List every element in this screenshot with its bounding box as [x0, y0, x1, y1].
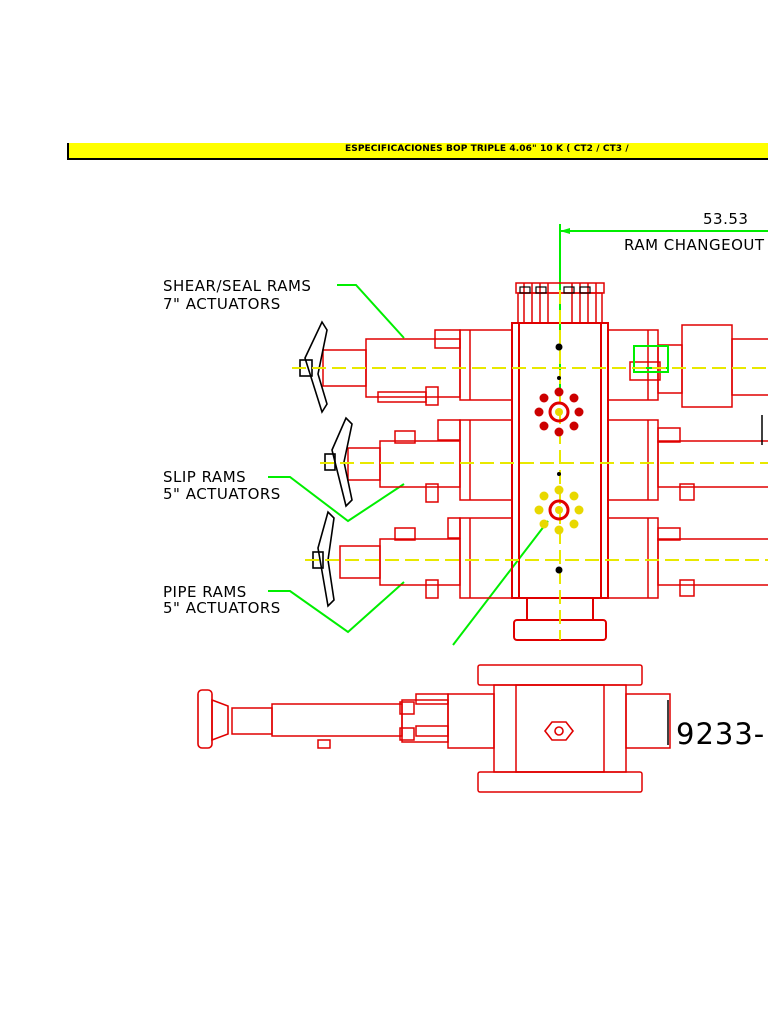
dimension-value: 53.53	[703, 210, 748, 228]
side-view-hex	[543, 721, 575, 741]
right-actuator-lower	[657, 527, 768, 597]
callout-slip-rams-line2: 5" ACTUATORS	[163, 485, 281, 503]
callout-shear-seal-line2: 7" ACTUATORS	[163, 295, 281, 313]
bolt-circle-lower	[534, 485, 584, 535]
dimension-label: RAM CHANGEOUT	[624, 236, 765, 254]
callout-pipe-rams-line1: PIPE RAMS	[163, 583, 247, 601]
callout-slip-rams: SLIP RAMS 5" ACTUATORS	[163, 468, 405, 523]
left-actuator-middle	[347, 419, 461, 503]
title-text: ESPECIFICACIONES BOP TRIPLE 4.06" 10 K (…	[345, 144, 629, 154]
leader-shear-seal	[337, 284, 405, 339]
right-actuator-upper	[629, 324, 768, 408]
title-banner: ESPECIFICACIONES BOP TRIPLE 4.06" 10 K (…	[67, 143, 768, 160]
bolt-circle-upper	[534, 387, 584, 437]
right-actuator-middle	[657, 427, 768, 501]
top-bolt-heads	[519, 286, 591, 294]
callout-pipe-rams: PIPE RAMS 5" ACTUATORS	[163, 581, 405, 634]
leader-bore	[452, 520, 549, 646]
dimension-arrow	[560, 228, 570, 234]
callout-shear-seal: SHEAR/SEAL RAMS 7" ACTUATORS	[163, 277, 405, 339]
left-actuator-lower	[339, 517, 461, 599]
callout-slip-rams-line1: SLIP RAMS	[163, 468, 246, 486]
leader-slip-rams	[268, 476, 405, 523]
callout-pipe-rams-line2: 5" ACTUATORS	[163, 599, 281, 617]
body-port-dots	[555, 343, 563, 574]
centerlines	[292, 290, 768, 640]
side-view	[231, 664, 671, 793]
part-number: 9233-	[676, 717, 765, 751]
side-view-handwheel	[197, 689, 229, 749]
leader-pipe-rams	[268, 581, 405, 634]
callout-shear-seal-line1: SHEAR/SEAL RAMS	[163, 277, 311, 295]
